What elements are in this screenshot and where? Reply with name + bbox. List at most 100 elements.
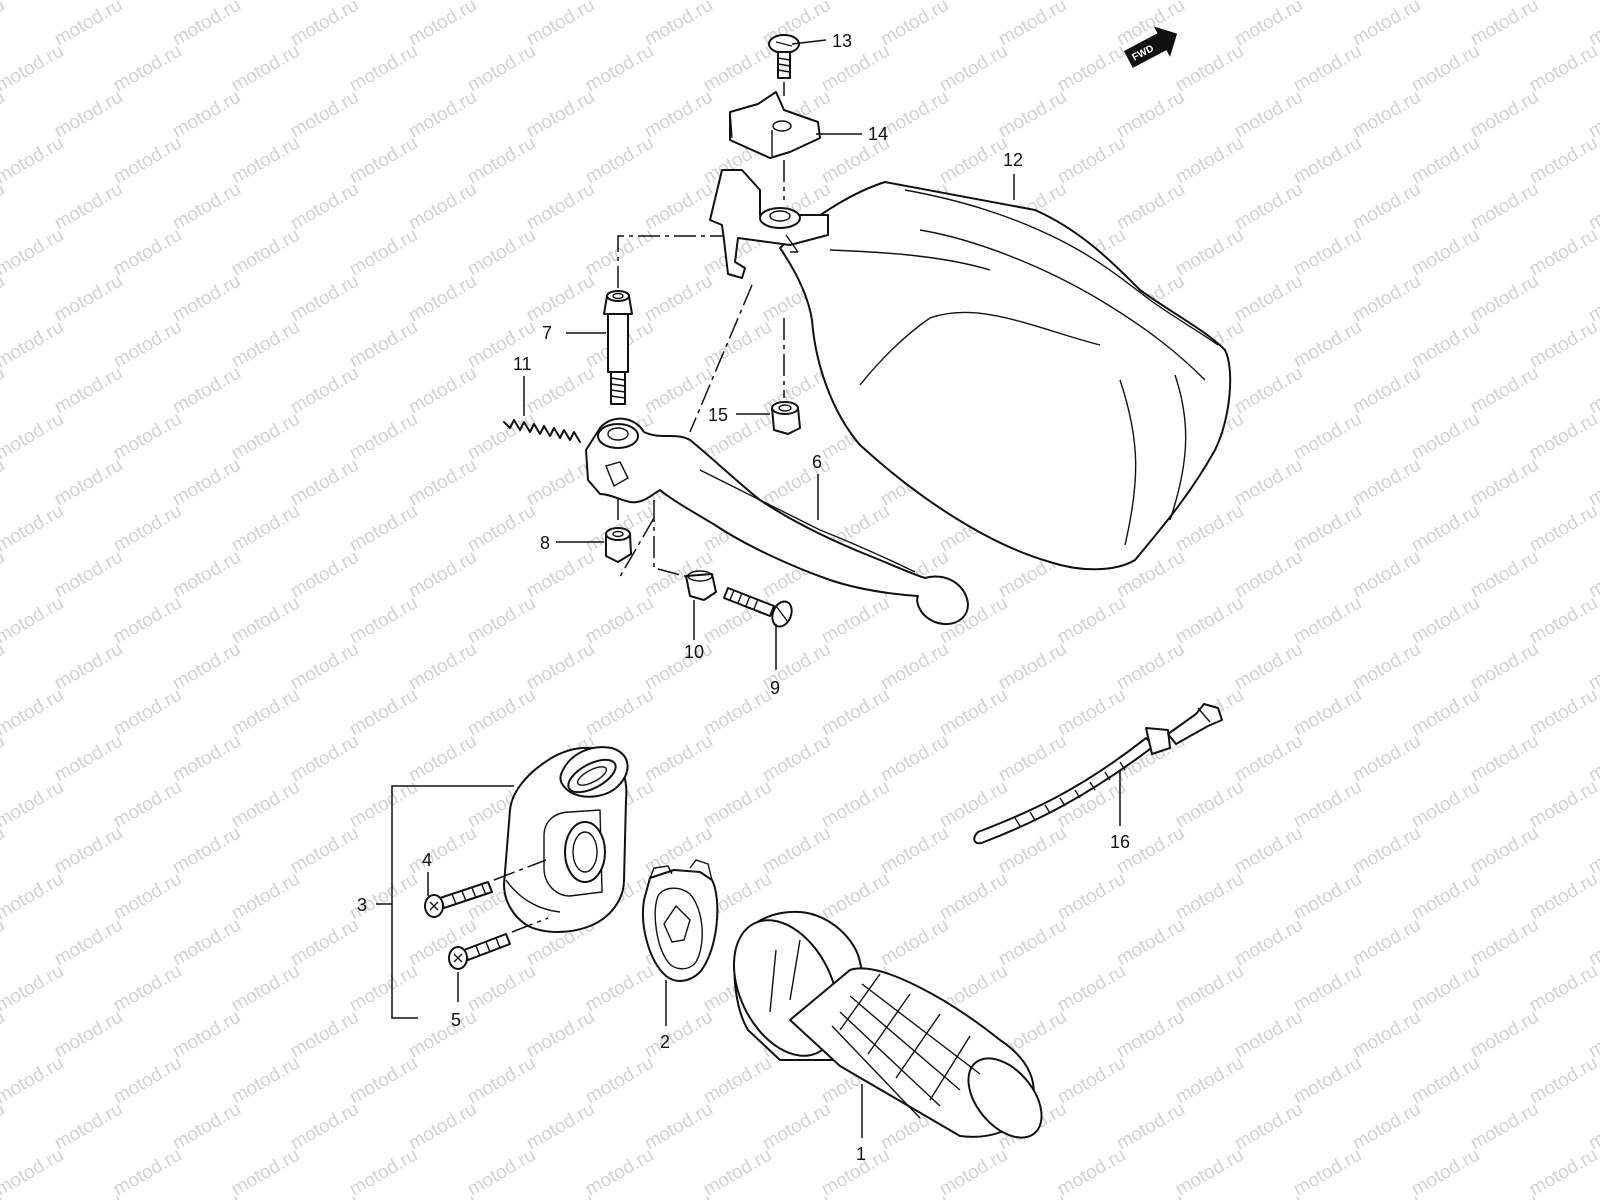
watermark-text: motod.ru xyxy=(877,915,952,971)
watermark-text: motod.ru xyxy=(464,133,539,189)
watermark-text: motod.ru xyxy=(228,501,303,557)
watermark-text: motod.ru xyxy=(405,915,480,971)
watermark-text: motod.ru xyxy=(582,593,657,649)
watermark-text: motod.ru xyxy=(1349,87,1424,143)
watermark-text: motod.ru xyxy=(1408,41,1483,97)
watermark-text: motod.ru xyxy=(0,0,67,4)
watermark-text: motod.ru xyxy=(818,869,893,925)
watermark-text: motod.ru xyxy=(582,685,657,741)
callout-9: 9 xyxy=(770,678,780,698)
watermark-text: motod.ru xyxy=(287,363,362,419)
watermark-text: motod.ru xyxy=(405,731,480,787)
watermark-text: motod.ru xyxy=(0,501,67,557)
watermark-text: motod.ru xyxy=(169,1007,244,1063)
watermark-text: motod.ru xyxy=(1172,41,1247,97)
watermark-text: motod.ru xyxy=(346,409,421,465)
watermark-text: motod.ru xyxy=(818,41,893,97)
watermark-text: motod.ru xyxy=(1113,915,1188,971)
watermark-text: motod.ru xyxy=(169,731,244,787)
watermark-text: motod.ru xyxy=(1113,1191,1188,1200)
watermark-text: motod.ru xyxy=(169,455,244,511)
watermark-text: motod.ru xyxy=(1526,409,1600,465)
callout-11: 11 xyxy=(513,354,532,374)
watermark-text: motod.ru xyxy=(759,455,834,511)
watermark-text: motod.ru xyxy=(1054,961,1129,1017)
watermark-text: motod.ru xyxy=(0,409,67,465)
watermark-text: motod.ru xyxy=(464,593,539,649)
watermark-text: motod.ru xyxy=(169,1191,244,1200)
watermark-text: motod.ru xyxy=(995,1191,1070,1200)
watermark-text: motod.ru xyxy=(936,685,1011,741)
watermark-text: motod.ru xyxy=(0,41,67,97)
watermark-text: motod.ru xyxy=(346,317,421,373)
guard-screw-part xyxy=(768,34,800,79)
watermark-text: motod.ru xyxy=(228,409,303,465)
watermark-text: motod.ru xyxy=(700,317,775,373)
callout-14: 14 xyxy=(868,124,888,144)
watermark-text: motod.ru xyxy=(228,317,303,373)
watermark-text: motod.ru xyxy=(1054,1053,1129,1109)
watermark-text: motod.ru xyxy=(346,0,421,4)
assembly-line-4 xyxy=(493,859,547,881)
watermark-text: motod.ru xyxy=(641,87,716,143)
watermark-text: motod.ru xyxy=(110,41,185,97)
watermark-text: motod.ru xyxy=(169,0,244,50)
watermark-text: motod.ru xyxy=(1290,409,1365,465)
watermark-text: motod.ru xyxy=(169,179,244,235)
watermark-text: motod.ru xyxy=(1585,1191,1600,1200)
watermark-text: motod.ru xyxy=(405,271,480,327)
watermark-text: motod.ru xyxy=(464,501,539,557)
watermark-text: motod.ru xyxy=(641,271,716,327)
watermark-text: motod.ru xyxy=(228,1053,303,1109)
watermark-text: motod.ru xyxy=(110,1053,185,1109)
watermark-text: motod.ru xyxy=(51,915,126,971)
watermark-text: motod.ru xyxy=(818,593,893,649)
callout-5: 5 xyxy=(451,1010,461,1030)
watermark-text: motod.ru xyxy=(1231,731,1306,787)
watermark-text: motod.ru xyxy=(169,915,244,971)
watermark-text: motod.ru xyxy=(995,639,1070,695)
watermark-text: motod.ru xyxy=(287,455,362,511)
watermark-text: motod.ru xyxy=(110,409,185,465)
watermark-text: motod.ru xyxy=(1054,133,1129,189)
watermark-text: motod.ru xyxy=(1467,731,1542,787)
watermark-text: motod.ru xyxy=(1467,455,1542,511)
watermark-text: motod.ru xyxy=(110,133,185,189)
watermark-text: motod.ru xyxy=(405,179,480,235)
fwd-badge: FWD xyxy=(1123,26,1178,68)
callout-1: 1 xyxy=(856,1144,866,1164)
watermark-text: motod.ru xyxy=(1290,1053,1365,1109)
watermark-text: motod.ru xyxy=(1408,1053,1483,1109)
watermark-text: motod.ru xyxy=(1467,363,1542,419)
watermark-text: motod.ru xyxy=(51,639,126,695)
watermark-text: motod.ru xyxy=(405,823,480,879)
guard-clamp-part xyxy=(729,91,821,159)
watermark-text: motod.ru xyxy=(995,0,1070,50)
watermark-text: motod.ru xyxy=(51,271,126,327)
watermark-text: motod.ru xyxy=(0,1145,67,1200)
callout-15: 15 xyxy=(708,405,728,425)
watermark-text: motod.ru xyxy=(405,1099,480,1155)
watermark-text: motod.ru xyxy=(641,1007,716,1063)
watermark-text: motod.ru xyxy=(228,41,303,97)
watermark-text: motod.ru xyxy=(1349,1099,1424,1155)
watermark-text: motod.ru xyxy=(877,823,952,879)
watermark-text: motod.ru xyxy=(464,1053,539,1109)
housing-screw-upper-part xyxy=(424,881,493,918)
watermark-text: motod.ru xyxy=(1526,317,1600,373)
throttle-cam-part xyxy=(642,859,719,982)
watermark-text: motod.ru xyxy=(1290,133,1365,189)
watermark-text: motod.ru xyxy=(1349,0,1424,50)
watermark-text: motod.ru xyxy=(877,731,952,787)
watermark-text: motod.ru xyxy=(1349,639,1424,695)
watermark-text: motod.ru xyxy=(405,455,480,511)
watermark-text: motod.ru xyxy=(464,409,539,465)
watermark-text: motod.ru xyxy=(995,87,1070,143)
watermark-text: motod.ru xyxy=(1054,593,1129,649)
watermark-text: motod.ru xyxy=(1172,0,1247,4)
watermark-text: motod.ru xyxy=(523,87,598,143)
watermark-text: motod.ru xyxy=(0,961,67,1017)
watermark-text: motod.ru xyxy=(228,1145,303,1200)
watermark-text: motod.ru xyxy=(700,1145,775,1200)
